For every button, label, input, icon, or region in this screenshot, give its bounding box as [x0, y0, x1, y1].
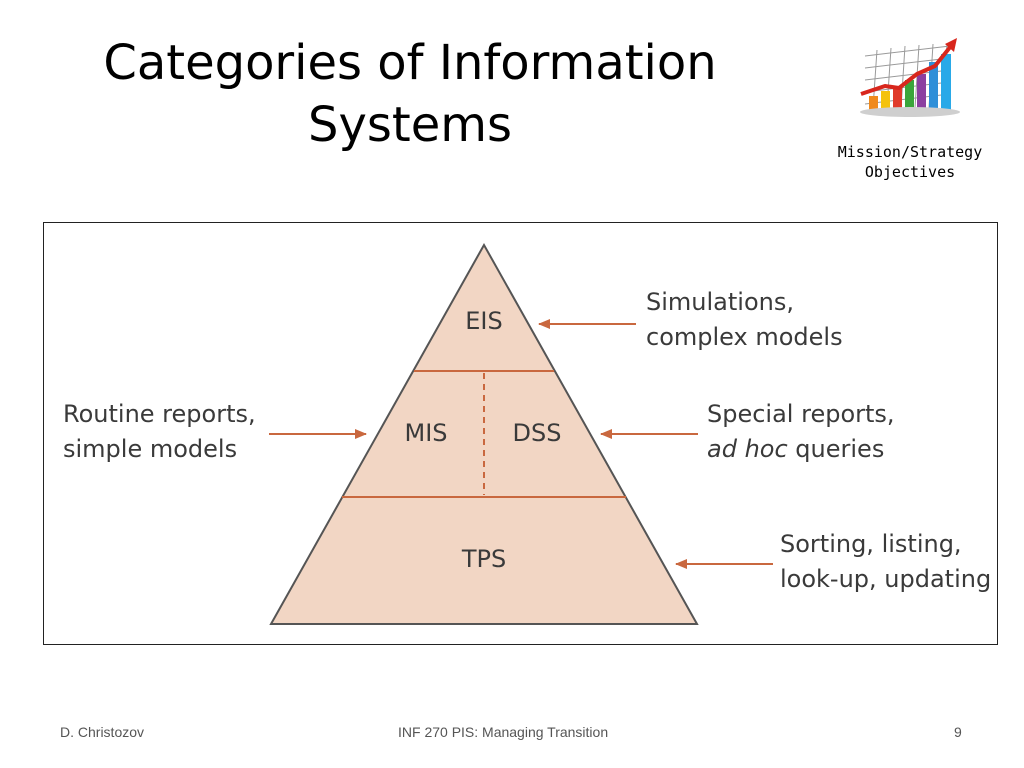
caption-line-1: Mission/Strategy — [837, 143, 983, 161]
layer-label-tps: TPS — [461, 545, 507, 573]
annotation-dss-line-2: ad hoc queries — [707, 432, 895, 467]
pyramid-triangle — [269, 242, 699, 625]
annotation-dss-rest: queries — [787, 435, 885, 463]
annotation-eis-line-2: complex models — [646, 323, 843, 351]
annotation-dss-italic: ad hoc — [707, 435, 788, 463]
growth-chart-icon — [860, 38, 960, 117]
annotation-dss-line-1: Special reports, — [707, 400, 895, 428]
logo-caption: Mission/Strategy Objectives — [820, 142, 1000, 182]
footer-page-number: 9 — [954, 724, 962, 740]
layer-label-eis: EIS — [465, 307, 503, 335]
annotation-tps: Sorting, listing, look-up, updating — [780, 527, 991, 597]
caption-line-2: Objectives — [864, 163, 956, 181]
pyramid-graphic — [269, 242, 773, 625]
slide-title-line-1: Categories of Information — [103, 35, 717, 91]
footer-author: D. Christozov — [60, 724, 145, 740]
footer-course: INF 270 PIS: Managing Transition — [398, 724, 609, 740]
annotation-dss: Special reports, ad hoc queries — [707, 397, 895, 467]
slide-title: Categories of Information Systems — [60, 32, 760, 156]
slide-title-line-2: Systems — [308, 97, 512, 153]
layer-label-mis: MIS — [404, 419, 448, 447]
annotation-eis: Simulations, complex models — [646, 285, 843, 355]
pyramid-diagram: EIS MIS DSS TPS Simulations, complex mod… — [43, 222, 998, 645]
annotation-tps-line-1: Sorting, listing, — [780, 530, 962, 558]
layer-label-dss: DSS — [512, 419, 562, 447]
annotation-mis-line-1: Routine reports, — [63, 400, 256, 428]
annotation-mis: Routine reports, simple models — [63, 397, 256, 467]
annotation-mis-line-2: simple models — [63, 435, 238, 463]
annotation-eis-line-1: Simulations, — [646, 288, 794, 316]
annotation-tps-line-2: look-up, updating — [780, 565, 992, 593]
